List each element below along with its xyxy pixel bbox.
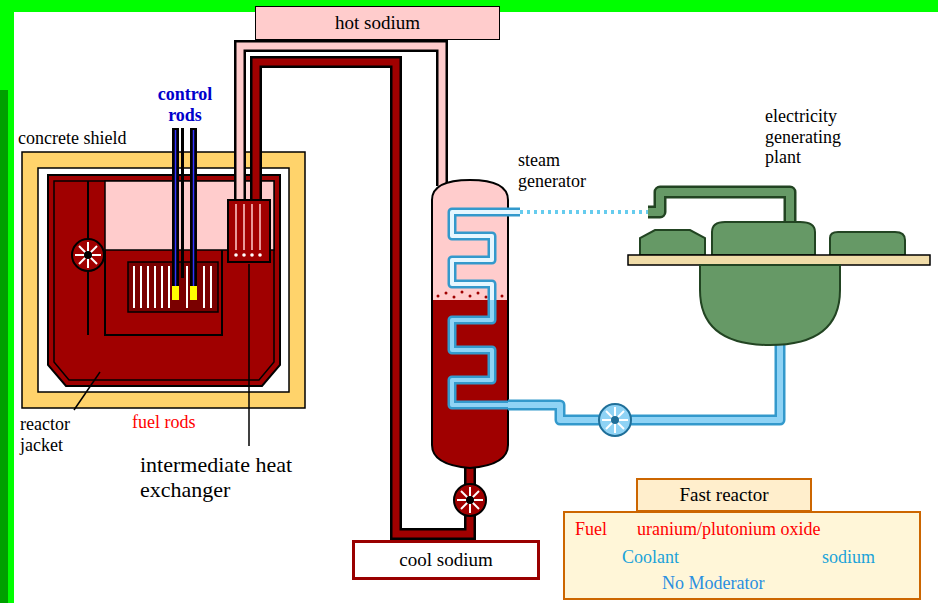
title-box: Fast reactor <box>636 478 812 512</box>
info-box: Fuel uranium/plutonium oxideCoolant sodium… <box>563 511 921 600</box>
part-label: control rods <box>140 84 230 125</box>
pipe-label: hot sodium <box>335 12 420 34</box>
part-label: electricity generating plant <box>765 106 875 168</box>
pipe-label-box: cool sodium <box>352 540 540 580</box>
info-text: sodium <box>822 547 875 568</box>
part-label: concrete shield <box>18 128 126 149</box>
box-title: Fast reactor <box>679 484 768 506</box>
info-text: Fuel <box>575 519 607 540</box>
part-label: steam generator <box>518 150 618 191</box>
pipe-label: cool sodium <box>399 549 492 571</box>
info-text: uranium/plutonium oxide <box>637 519 820 540</box>
info-text: Coolant <box>622 547 679 568</box>
part-label: intermediate heat exchanger <box>140 452 300 503</box>
part-label: fuel rods <box>132 412 195 433</box>
pipe-label-box: hot sodium <box>255 6 500 40</box>
info-text: No Moderator <box>662 573 764 594</box>
part-label: reactor jacket <box>20 414 100 455</box>
